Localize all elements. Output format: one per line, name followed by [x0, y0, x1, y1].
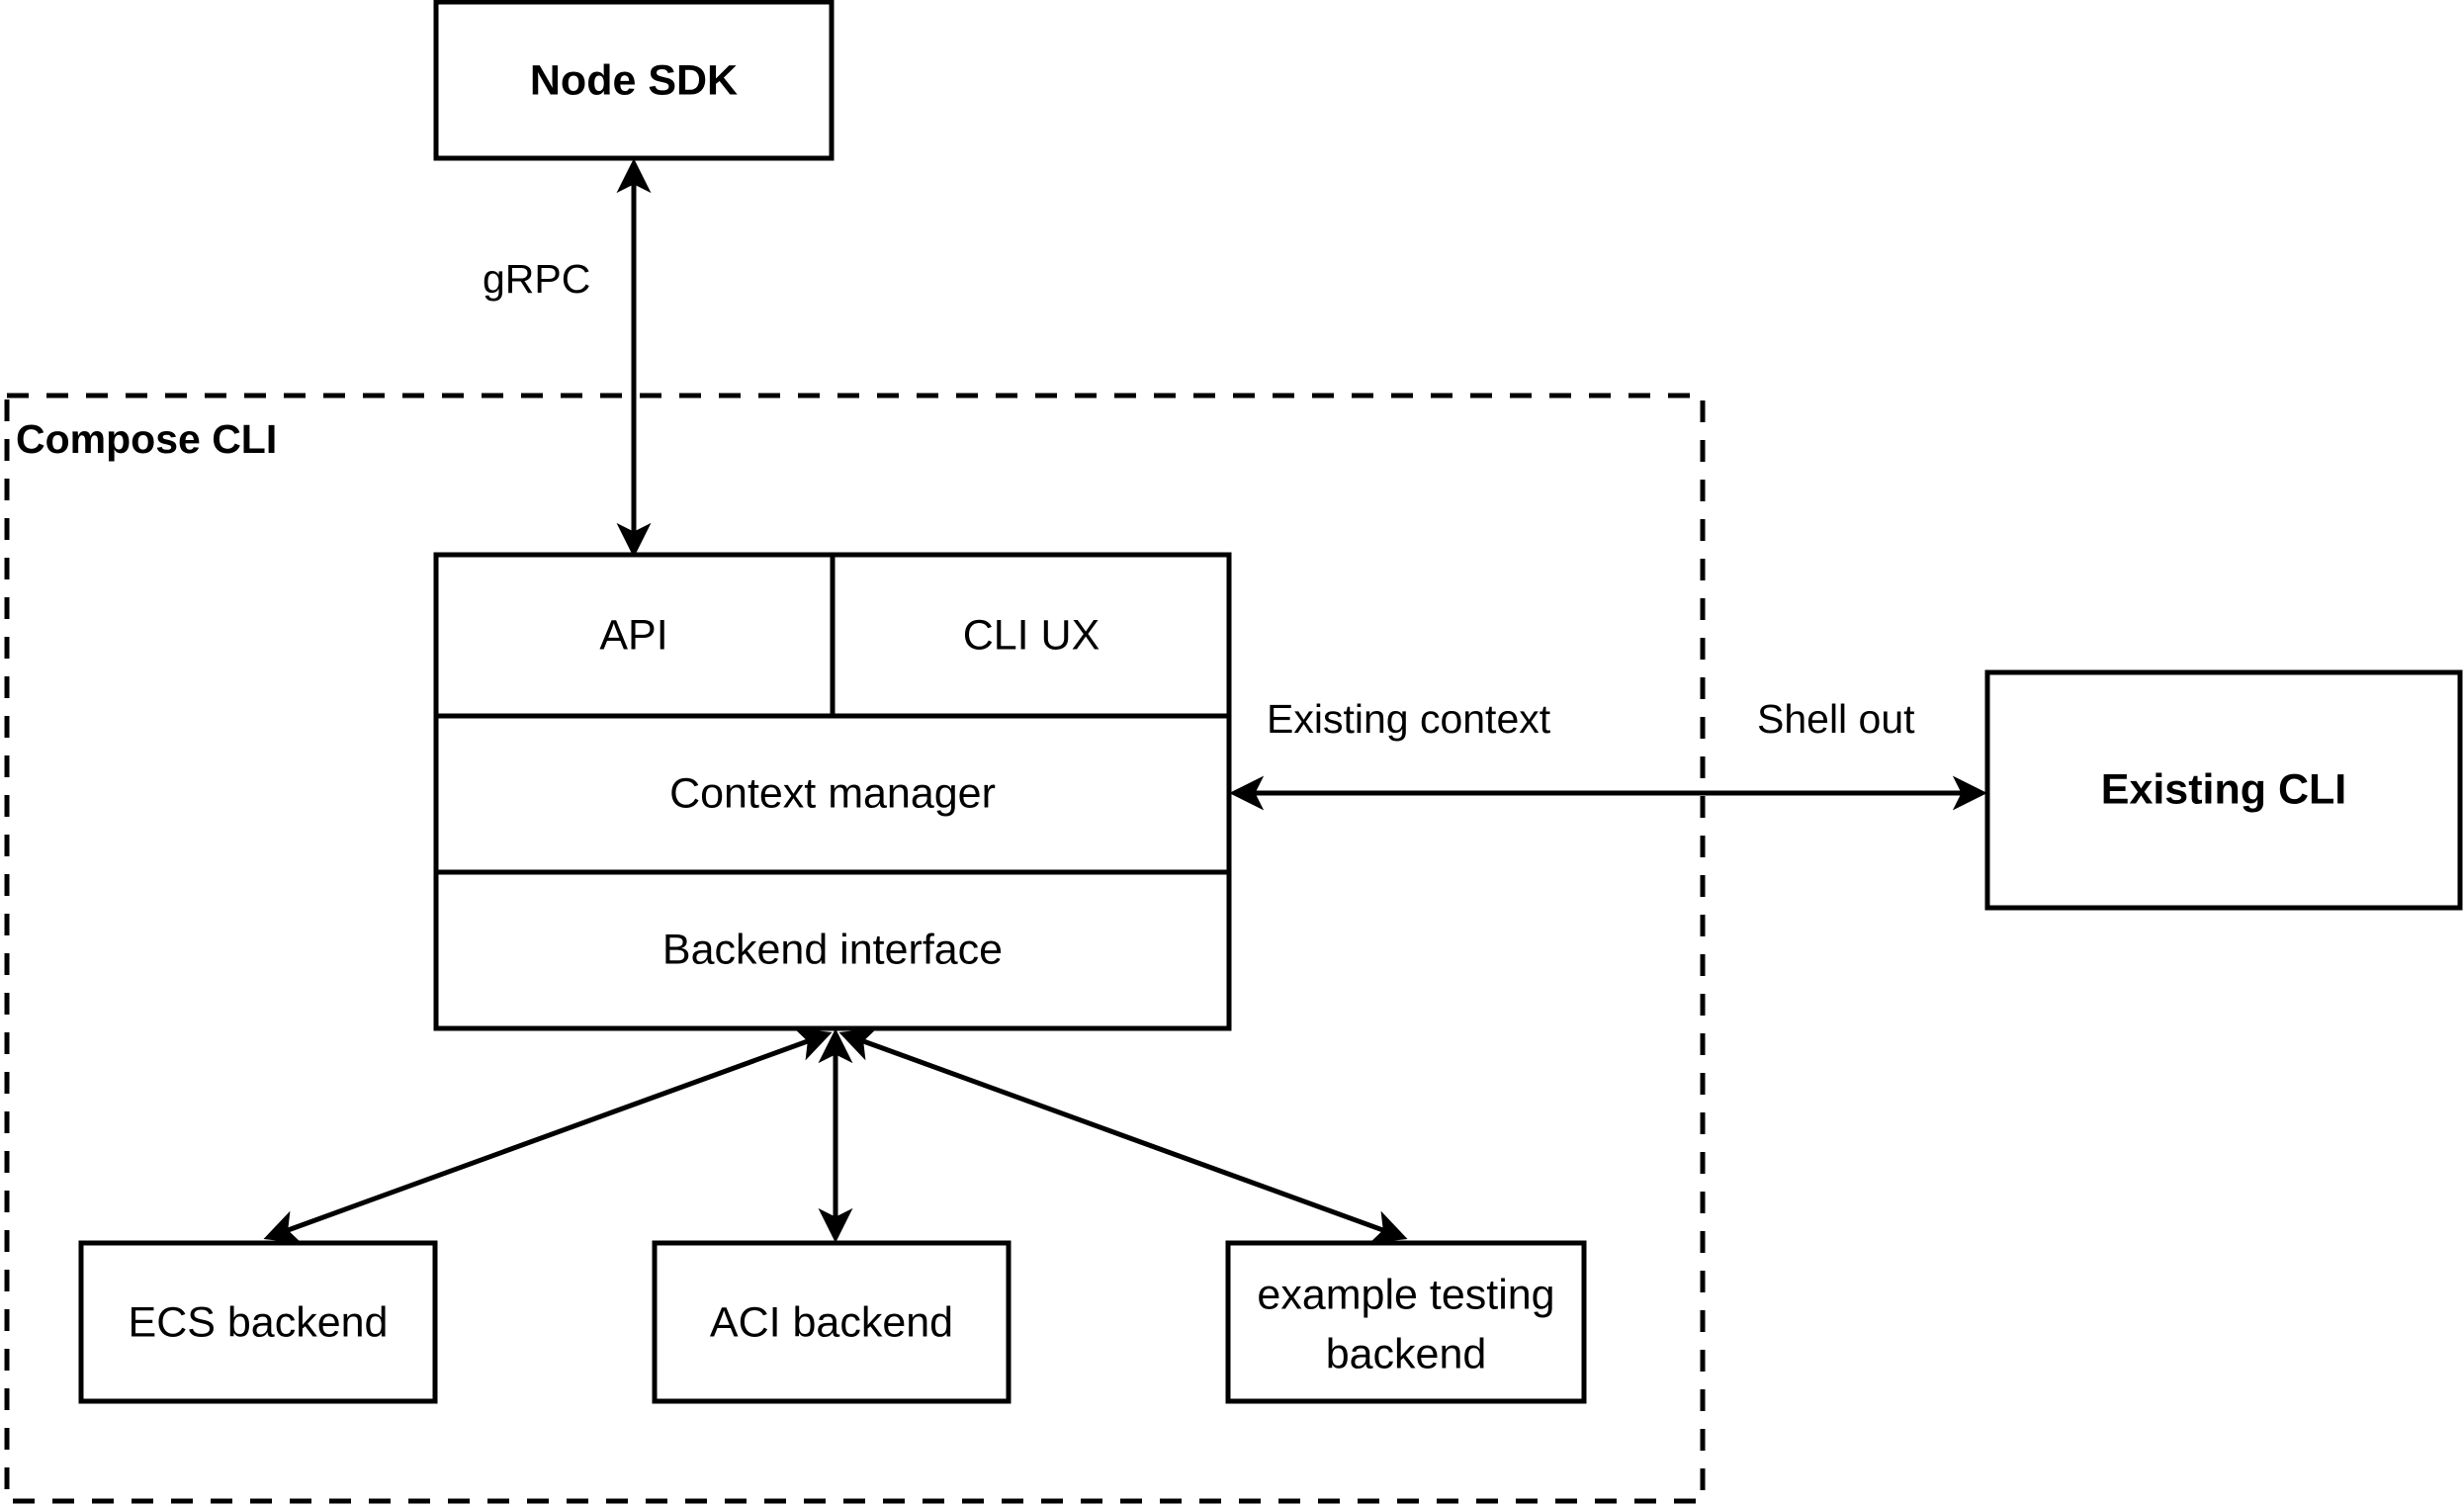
node-existing-cli[interactable]	[1984, 669, 2463, 911]
node-label-backend-interface: Backend interface	[662, 926, 1003, 973]
node-label-example-testing-backend-line1: example testing	[1257, 1271, 1554, 1318]
node-label-aci-backend: ACI backend	[710, 1298, 953, 1346]
node-label-ecs-backend: ECS backend	[129, 1298, 389, 1346]
node-label-example-testing-backend-line2: backend	[1326, 1330, 1487, 1377]
node-label-node-sdk: Node SDK	[530, 56, 738, 104]
node-ecs-backend[interactable]	[78, 1240, 438, 1404]
node-node-sdk[interactable]	[433, 0, 835, 161]
edge-label-existing-context: Existing context	[1267, 696, 1551, 742]
edge-label-grpc: gRPC	[483, 256, 590, 302]
node-label-context-manager: Context manager	[669, 769, 996, 817]
node-example-testing-backend[interactable]	[1225, 1240, 1587, 1404]
node-label-existing-cli: Existing CLI	[2101, 765, 2346, 813]
edge-label-shell-out: Shell out	[1757, 696, 1915, 742]
node-label-cli-ux: CLI UX	[963, 611, 1100, 659]
edge-backend-ecs	[263, 1027, 833, 1244]
group-compose-cli	[4, 393, 1706, 1504]
node-label-api: API	[599, 611, 667, 659]
node-aci-backend[interactable]	[652, 1240, 1012, 1404]
edge-backend-example	[838, 1027, 1408, 1244]
group-label-compose-cli: Compose CLI	[16, 416, 277, 462]
